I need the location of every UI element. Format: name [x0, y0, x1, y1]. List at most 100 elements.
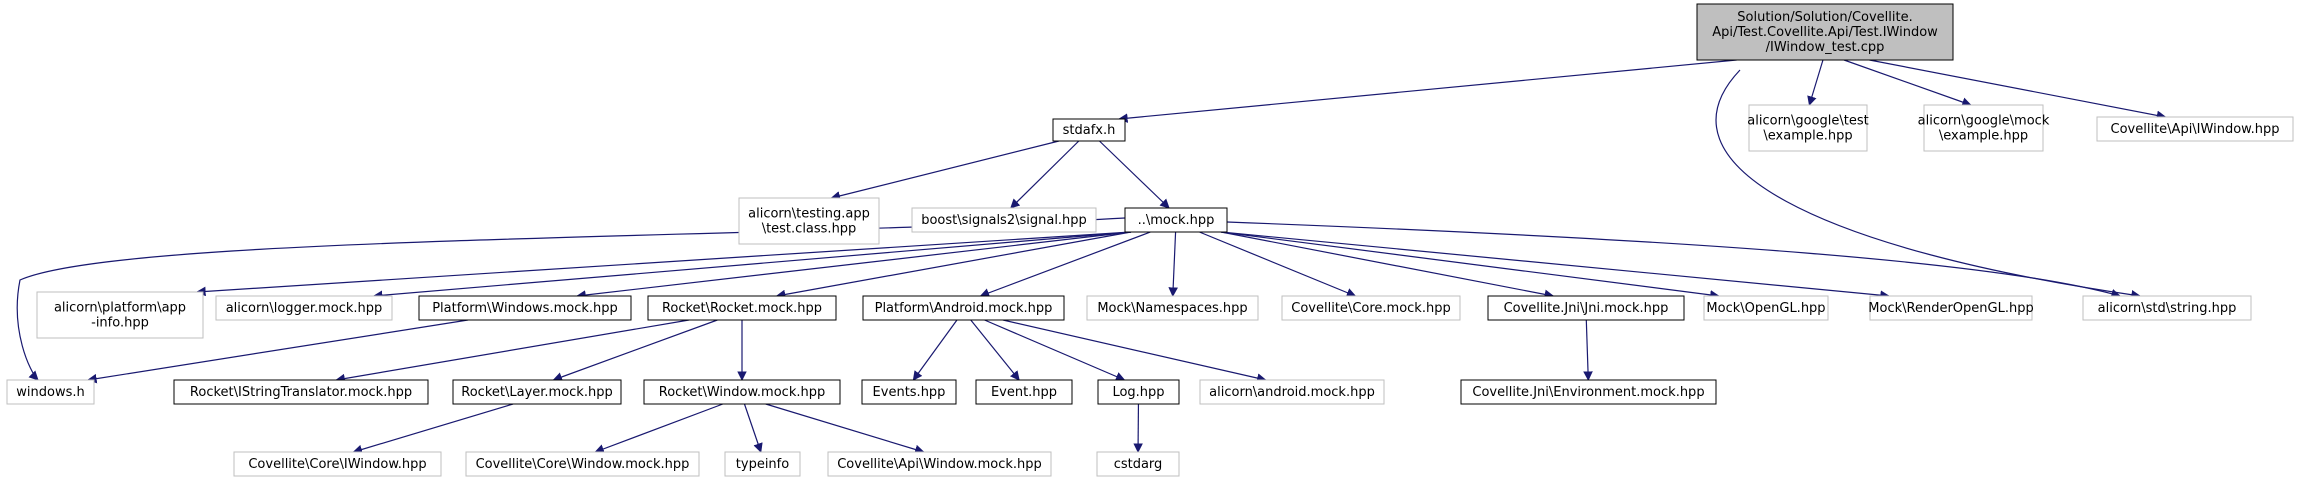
- node-label-line: Covellite\Core\IWindow.hpp: [248, 457, 426, 472]
- node-label-line: Mock\OpenGL.hpp: [1706, 301, 1825, 316]
- node-rocket-window[interactable]: Rocket\Window.mock.hpp: [643, 379, 841, 405]
- node-label-line: Covellite\Core.mock.hpp: [1291, 301, 1450, 316]
- node-label-line: Covellite\Core\Window.mock.hpp: [476, 457, 690, 472]
- edge-mock-to-platform_windows_mock: [576, 231, 1132, 300]
- node-box: [975, 379, 1073, 405]
- edge-root-to-api_iwindow: [1869, 59, 2167, 121]
- edge-mock-to-logger_mock: [372, 231, 1132, 301]
- edge-root-to-google_mock: [1843, 59, 1972, 107]
- node-label-line: Covellite.Jni\Jni.mock.hpp: [1504, 301, 1669, 316]
- node-label-line: windows.h: [16, 385, 84, 400]
- node-boost-signal: boost\signals2\signal.hpp: [911, 207, 1097, 233]
- node-box: [2082, 295, 2252, 321]
- node-box: [1124, 207, 1228, 233]
- node-root[interactable]: Solution/Solution/Covellite.Api/Test.Cov…: [1696, 3, 1954, 61]
- node-label-line: \example.hpp: [1763, 129, 1852, 144]
- node-platform-app-info: alicorn\platform\app-info.hpp: [36, 291, 204, 339]
- node-mock-namespaces: Mock\Namespaces.hpp: [1086, 295, 1259, 321]
- node-label-line: \example.hpp: [1939, 129, 2028, 144]
- node-label-line: Rocket\Rocket.mock.hpp: [662, 301, 822, 316]
- node-label-line: Covellite\Api\Window.mock.hpp: [837, 457, 1042, 472]
- edge-platform_android_mock-to-event_hpp: [970, 319, 1020, 381]
- node-platform-android-mock[interactable]: Platform\Android.mock.hpp: [862, 295, 1065, 321]
- node-label-line: Rocket\IStringTranslator.mock.hpp: [190, 385, 412, 400]
- node-label-line: alicorn\logger.mock.hpp: [226, 301, 383, 316]
- node-box: [215, 295, 393, 321]
- edges-layer: [16, 59, 2167, 455]
- edge-stdafx-to-testing_app: [830, 140, 1060, 201]
- node-box: [36, 291, 204, 339]
- edge-root-to-std_string: [1715, 69, 2141, 300]
- node-testing-app: alicorn\testing.app\test.class.hpp: [738, 197, 880, 245]
- node-istring-translator[interactable]: Rocket\IStringTranslator.mock.hpp: [173, 379, 429, 405]
- node-rocket-mock[interactable]: Rocket\Rocket.mock.hpp: [647, 295, 837, 321]
- node-core-window-mock: Covellite\Core\Window.mock.hpp: [465, 451, 700, 477]
- node-mock[interactable]: ..\mock.hpp: [1124, 207, 1228, 233]
- node-platform-windows-mock[interactable]: Platform\Windows.mock.hpp: [418, 295, 632, 321]
- node-label-line: alicorn\google\test: [1747, 114, 1868, 129]
- node-label-line: stdafx.h: [1063, 123, 1116, 138]
- node-core-mock: Covellite\Core.mock.hpp: [1281, 295, 1461, 321]
- node-box: [827, 451, 1052, 477]
- edge-rocket_mock-to-rocket_layer: [552, 319, 718, 382]
- node-box: [1199, 379, 1385, 405]
- node-label-line: Mock\Namespaces.hpp: [1097, 301, 1247, 316]
- edge-rocket_window-to-api_window_mock: [765, 403, 925, 455]
- node-cstdarg: cstdarg: [1096, 451, 1180, 477]
- node-windows-h: windows.h: [6, 379, 95, 405]
- edge-rocket_mock-to-istring_translator: [335, 319, 690, 384]
- node-label-line: Log.hpp: [1112, 385, 1164, 400]
- node-label-line: ..\mock.hpp: [1138, 213, 1215, 228]
- edge-mock-to-mock_namespaces: [1168, 231, 1178, 297]
- node-event-hpp[interactable]: Event.hpp: [975, 379, 1073, 405]
- node-api-iwindow: Covellite\Api\IWindow.hpp: [2096, 116, 2294, 142]
- node-box: [418, 295, 632, 321]
- edge-platform_android_mock-to-events_hpp: [912, 319, 958, 381]
- node-android-mock: alicorn\android.mock.hpp: [1199, 379, 1385, 405]
- edge-stdafx-to-mock: [1099, 140, 1170, 209]
- edge-mock-to-mock_renderopengl: [1220, 231, 1890, 300]
- node-jni-mock[interactable]: Covellite.Jni\Jni.mock.hpp: [1487, 295, 1685, 321]
- node-rocket-layer[interactable]: Rocket\Layer.mock.hpp: [452, 379, 622, 405]
- edge-root-to-google_test: [1807, 59, 1824, 106]
- node-box: [465, 451, 700, 477]
- node-label-line: boost\signals2\signal.hpp: [921, 213, 1087, 228]
- node-box: [1703, 295, 1829, 321]
- node-google-test: alicorn\google\test\example.hpp: [1747, 104, 1869, 152]
- node-api-window-mock: Covellite\Api\Window.mock.hpp: [827, 451, 1052, 477]
- node-typeinfo: typeinfo: [724, 451, 801, 477]
- node-label-line: Api/Test.Covellite.Api/Test.IWindow: [1712, 25, 1938, 40]
- node-box: [911, 207, 1097, 233]
- edge-rocket_window-to-typeinfo: [743, 403, 763, 453]
- edge-stdafx-to-boost_signal: [1010, 140, 1080, 209]
- node-box: [173, 379, 429, 405]
- node-label-line: Mock\RenderOpenGL.hpp: [1868, 301, 2033, 316]
- node-box: [1281, 295, 1461, 321]
- node-box: [1460, 379, 1717, 405]
- node-box: [862, 295, 1065, 321]
- node-log-hpp[interactable]: Log.hpp: [1097, 379, 1180, 405]
- node-events-hpp[interactable]: Events.hpp: [861, 379, 957, 405]
- node-label-line: cstdarg: [1114, 457, 1163, 472]
- edge-mock-to-jni_mock: [1220, 231, 1555, 300]
- node-stdafx[interactable]: stdafx.h: [1052, 118, 1126, 142]
- node-label-line: alicorn\platform\app: [54, 301, 186, 316]
- edge-mock-to-rocket_mock: [775, 231, 1132, 300]
- node-label-line: alicorn\std\string.hpp: [2098, 301, 2237, 316]
- node-box: [6, 379, 95, 405]
- node-label-line: Event.hpp: [991, 385, 1057, 400]
- node-mock-opengl: Mock\OpenGL.hpp: [1703, 295, 1829, 321]
- node-label-line: \test.class.hpp: [762, 222, 857, 237]
- node-label-line: Platform\Android.mock.hpp: [875, 301, 1053, 316]
- node-mock-renderopengl: Mock\RenderOpenGL.hpp: [1868, 295, 2034, 321]
- node-jni-env-mock[interactable]: Covellite.Jni\Environment.mock.hpp: [1460, 379, 1717, 405]
- edge-jni_mock-to-jni_env_mock: [1583, 319, 1593, 381]
- node-label-line: Solution/Solution/Covellite.: [1737, 10, 1912, 25]
- nodes-layer: Solution/Solution/Covellite.Api/Test.Cov…: [6, 3, 2294, 477]
- node-box: [452, 379, 622, 405]
- node-label-line: Platform\Windows.mock.hpp: [432, 301, 618, 316]
- node-label-line: alicorn\google\mock: [1918, 114, 2050, 129]
- edge-rocket_layer-to-core_iwindow: [352, 403, 514, 455]
- node-label-line: typeinfo: [736, 457, 789, 472]
- node-box: [1052, 118, 1126, 142]
